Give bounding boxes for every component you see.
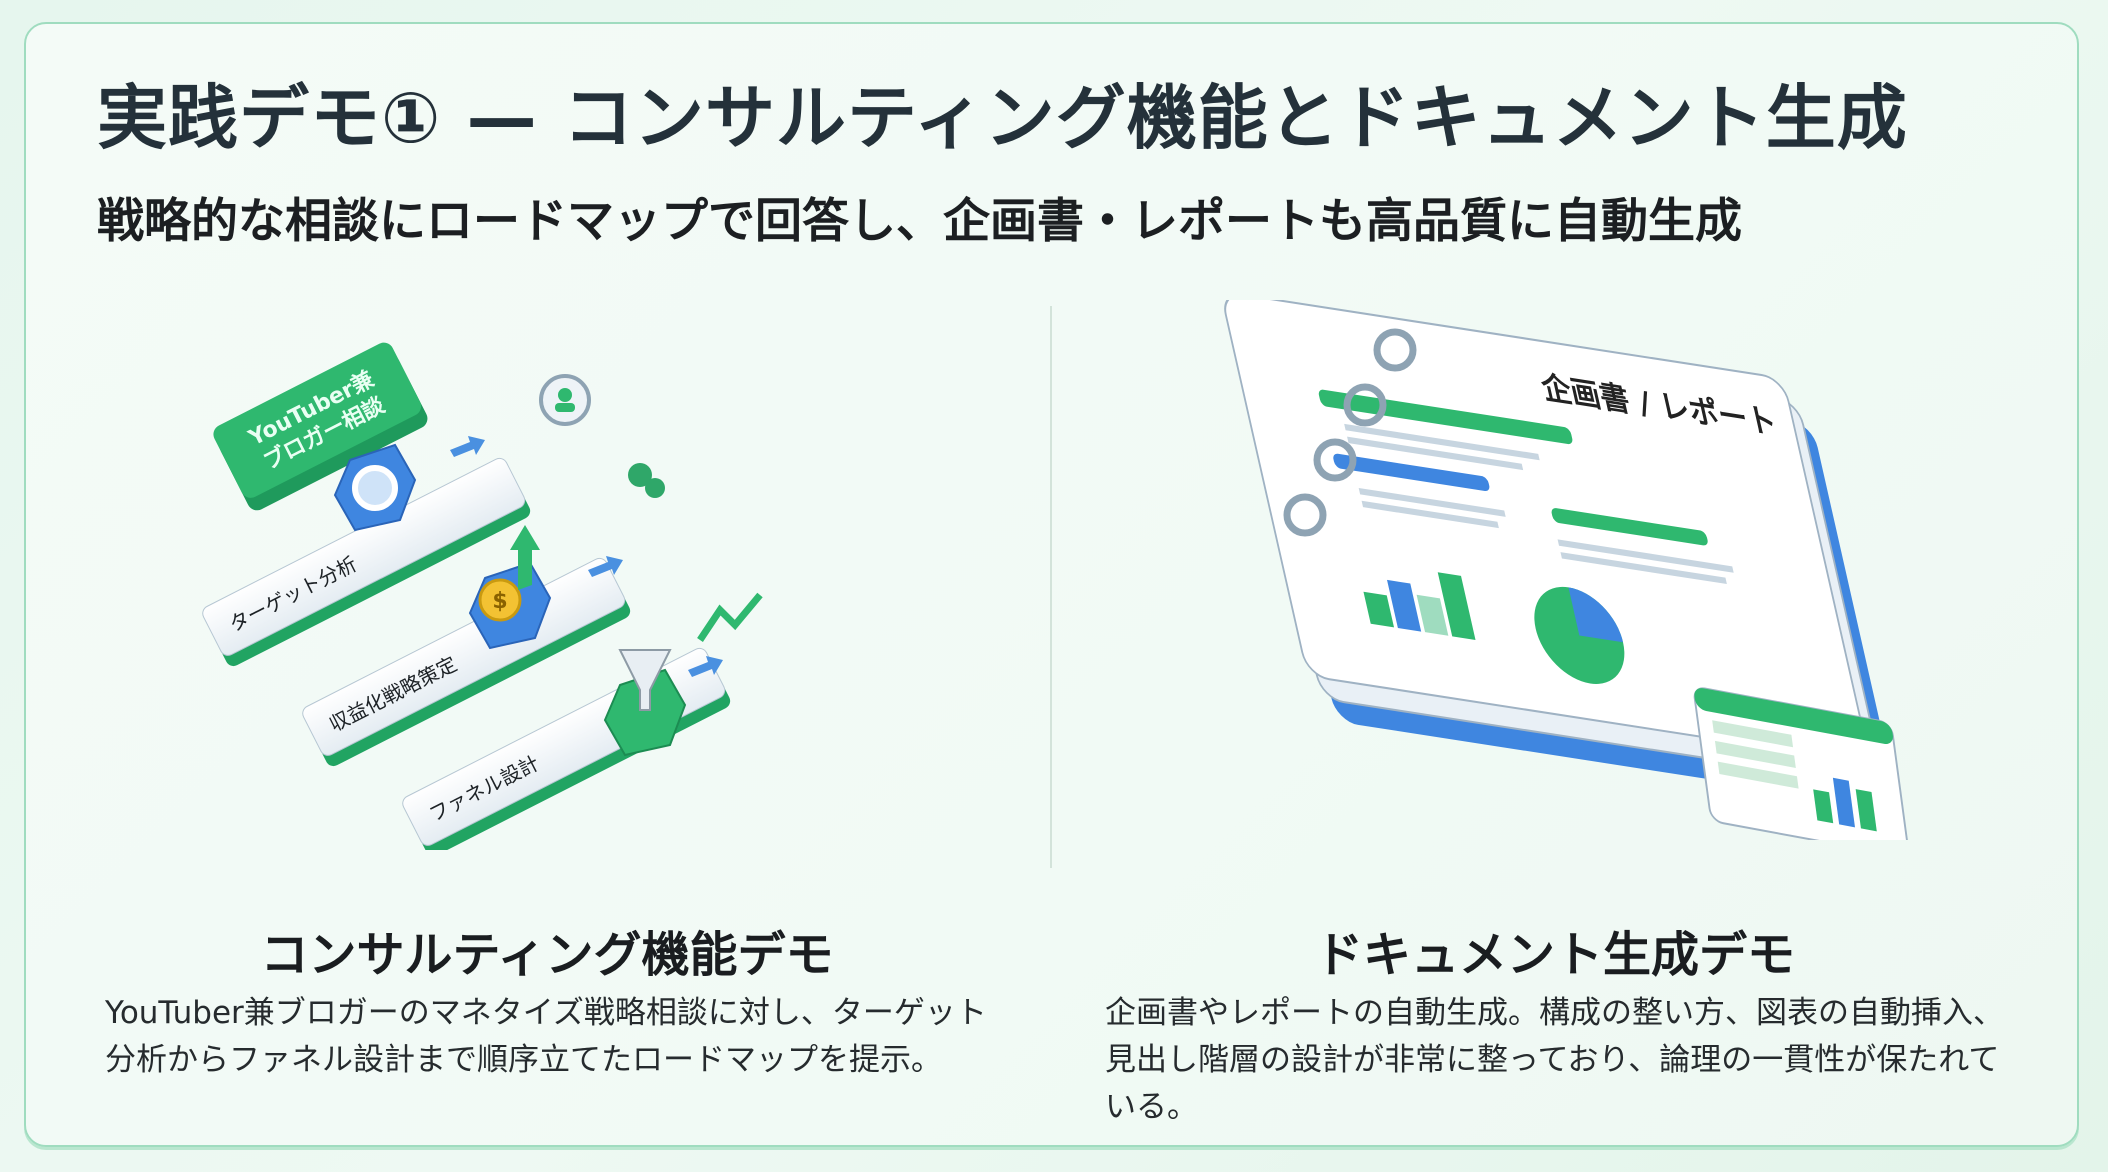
document-illustration: 企画書 / レポート — [1224, 300, 1909, 840]
step-bar-1: ターゲット分析 — [202, 457, 531, 667]
slide-subtitle: 戦略的な相談にロードマップで回答し、企画書・レポートも高品質に自動生成 — [97, 194, 1742, 249]
funnel-icon — [618, 649, 672, 711]
slide-title: 実践デモ① — コンサルティング機能とドキュメント生成 — [97, 77, 1908, 159]
column-divider — [1050, 306, 1052, 868]
consulting-demo-description: YouTuber兼ブロガーのマネタイズ戦略相談に対し、ターゲット分析からファネル… — [105, 995, 987, 1078]
funnel-hexagon — [603, 668, 687, 757]
trend-icon — [697, 592, 763, 642]
svg-text:$: $ — [492, 589, 507, 614]
pie-chart-icon — [1534, 586, 1625, 684]
growth-arrow-icon — [510, 525, 540, 590]
arrow-icons — [450, 436, 723, 677]
start-box: YouTuber兼 ブロガー相談 — [213, 342, 428, 511]
ring-icon — [352, 465, 398, 511]
roadmap-illustration: YouTuber兼 ブロガー相談 ターゲット分析 収益化戦略策定 ファネル設計 … — [202, 342, 763, 850]
coin-icon — [478, 578, 522, 622]
bar-chart-icon — [1363, 572, 1476, 640]
document-demo-description: 企画書やレポートの自動生成。構成の整い方、図表の自動挿入、見出し階層の設計が非常… — [1105, 995, 2004, 1125]
consulting-demo-heading: コンサルティング機能デモ — [260, 927, 834, 983]
coins-icon — [628, 463, 652, 487]
spreadsheet-window — [1693, 687, 1909, 840]
binder-rings — [1283, 328, 1417, 537]
document-demo-heading: ドキュメント生成デモ — [1314, 927, 1796, 983]
